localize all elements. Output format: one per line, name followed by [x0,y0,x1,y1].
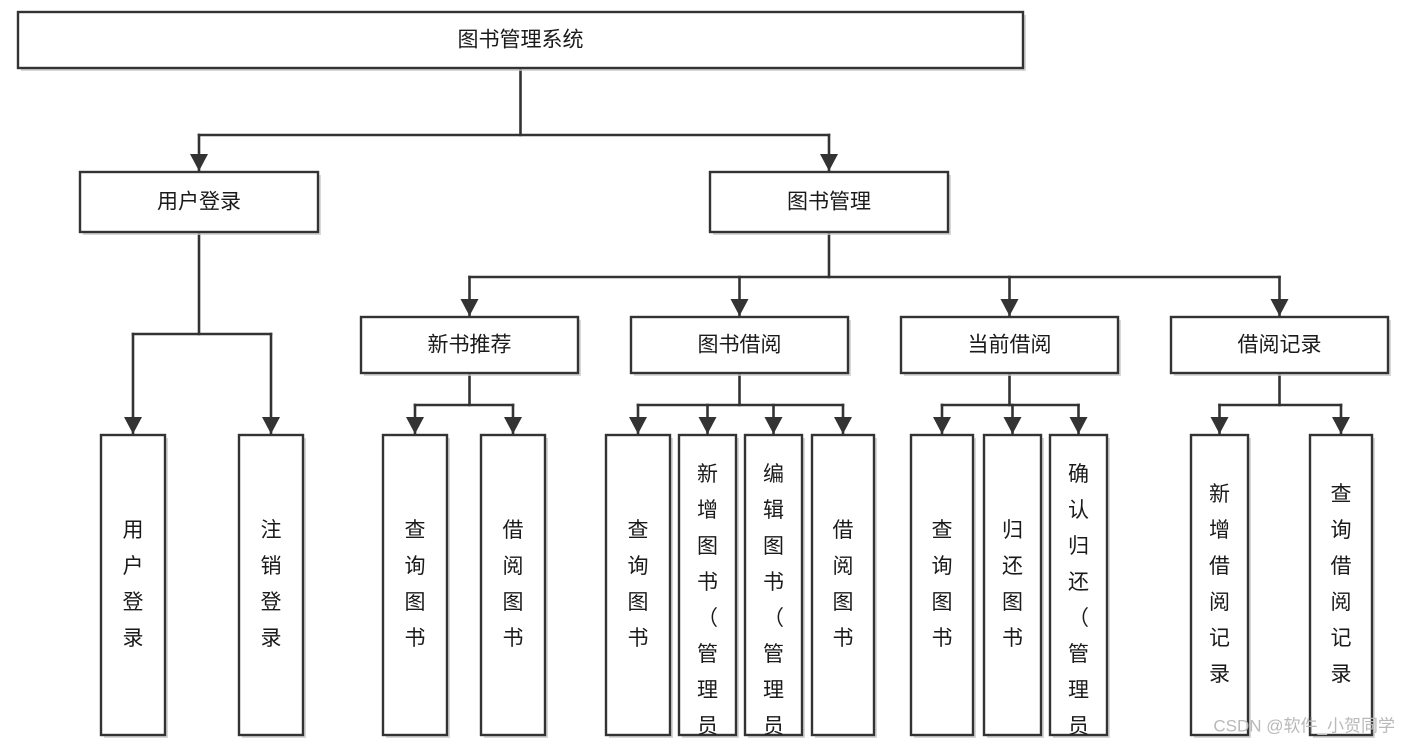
node-book-borrow[interactable]: 图书借阅 [629,315,851,376]
arrow-head-icon-bookmanage-1 [730,299,749,316]
node-leaf-query-book-2-rect[interactable] [604,433,672,737]
node-label-leaf-add-record: 新增借阅记录 [1209,483,1230,686]
node-leaf-query-record-rect[interactable] [1308,433,1374,737]
arrow-head-icon-l3-0-0 [406,417,424,434]
node-label-leaf-query-book-3: 查询图书 [932,519,953,650]
node-label-leaf-logout: 注销登录 [261,519,282,650]
node-label-new-book-rec: 新书推荐 [428,334,512,357]
node-label-root: 图书管理系统 [458,29,584,52]
node-leaf-confirm-return-rect[interactable] [1048,433,1109,737]
node-book-manage-rect[interactable] [708,170,950,234]
node-leaf-borrow-book-1-rect[interactable] [479,433,547,737]
node-leaf-edit-book-rect[interactable] [743,433,804,737]
node-leaf-query-book-1-rect[interactable] [381,433,449,737]
node-label-book-manage: 图书管理 [787,191,871,214]
node-book-manage[interactable]: 图书管理 [708,170,951,235]
node-current-borrow[interactable]: 当前借阅 [899,315,1121,376]
node-leaf-borrow-book-2-rect[interactable] [810,433,876,737]
arrow-head-icon-l3-0-1 [504,417,522,434]
arrow-head-icon-bookmanage-3 [1270,299,1289,316]
arrow-head-icon-l3-1-2 [764,417,783,434]
node-leaf-query-book-3[interactable]: 查询图书 [909,433,976,738]
node-label-leaf-return-book: 归还图书 [1002,519,1023,650]
node-label-leaf-borrow-book-2: 借阅图书 [833,519,854,650]
node-label-leaf-user-login: 用户登录 [123,519,144,650]
node-leaf-query-book-3-rect[interactable] [909,433,975,737]
node-label-borrow-record: 借阅记录 [1238,334,1322,357]
node-root[interactable]: 图书管理系统 [16,10,1026,71]
node-label-leaf-query-book-2: 查询图书 [628,519,649,650]
arrow-head-icon-userlogin-1 [262,417,280,434]
node-leaf-add-book[interactable]: 新增图书（管理员） [677,433,739,747]
arrow-head-icon-l3-1-1 [698,417,717,434]
node-user-login-rect[interactable] [78,170,320,234]
node-leaf-add-record-rect[interactable] [1189,433,1250,737]
node-label-current-borrow: 当前借阅 [968,334,1052,357]
csdn-watermark: CSDN @软件_小贺同学 [1213,716,1395,735]
arrow-head-icon-root-1 [820,154,838,171]
arrow-head-icon-l3-3-1 [1332,417,1350,434]
node-label-user-login: 用户登录 [157,191,241,214]
connector-layer [124,66,1350,435]
node-label-leaf-edit-book: 编辑图书（管理员） [763,463,784,747]
arrow-head-icon-l3-1-0 [629,417,647,434]
node-leaf-user-login[interactable]: 用户登录 [99,433,168,738]
node-leaf-borrow-book-2[interactable]: 借阅图书 [810,433,877,738]
arrow-head-icon-l3-2-1 [1003,417,1022,434]
arrow-head-icon-l3-1-3 [834,417,852,434]
node-leaf-add-record[interactable]: 新增借阅记录 [1189,433,1251,738]
node-leaf-query-book-2[interactable]: 查询图书 [604,433,673,738]
node-book-borrow-rect[interactable] [629,315,850,375]
node-new-book-rec[interactable]: 新书推荐 [359,315,581,376]
node-label-leaf-confirm-return: 确认归还（管理员） [1068,463,1089,747]
node-label-book-borrow: 图书借阅 [698,334,782,357]
node-leaf-borrow-book-1[interactable]: 借阅图书 [479,433,548,738]
node-root-rect[interactable] [16,10,1025,70]
node-label-leaf-query-record: 查询借阅记录 [1331,483,1352,686]
node-leaf-query-book-1[interactable]: 查询图书 [381,433,450,738]
node-borrow-record[interactable]: 借阅记录 [1169,315,1391,376]
arrow-head-icon-userlogin-0 [124,417,142,434]
node-borrow-record-rect[interactable] [1169,315,1390,375]
node-label-leaf-query-book-1: 查询图书 [405,519,426,650]
node-leaf-add-book-rect[interactable] [677,433,738,737]
node-leaf-logout-rect[interactable] [237,433,305,737]
arrow-head-icon-root-0 [190,154,208,171]
node-current-borrow-rect[interactable] [899,315,1120,375]
arrow-head-icon-l3-2-0 [933,417,951,434]
node-leaf-return-book[interactable]: 归还图书 [982,433,1044,738]
node-new-book-rec-rect[interactable] [359,315,580,375]
node-layer: 图书管理系统用户登录图书管理新书推荐图书借阅当前借阅借阅记录用户登录注销登录查询… [16,10,1391,747]
node-leaf-return-book-rect[interactable] [982,433,1043,737]
node-leaf-user-login-rect[interactable] [99,433,167,737]
node-user-login[interactable]: 用户登录 [78,170,321,235]
node-label-leaf-borrow-book-1: 借阅图书 [503,519,524,650]
arrow-head-icon-bookmanage-2 [1000,299,1019,316]
arrow-head-icon-l3-3-0 [1210,417,1229,434]
node-leaf-query-record[interactable]: 查询借阅记录 [1308,433,1375,738]
node-leaf-edit-book[interactable]: 编辑图书（管理员） [743,433,805,747]
arrow-head-icon-l3-2-2 [1069,417,1088,434]
arrow-head-icon-bookmanage-0 [460,299,479,316]
node-leaf-logout[interactable]: 注销登录 [237,433,306,738]
node-label-leaf-add-book: 新增图书（管理员） [697,463,718,747]
node-leaf-confirm-return[interactable]: 确认归还（管理员） [1048,433,1110,747]
